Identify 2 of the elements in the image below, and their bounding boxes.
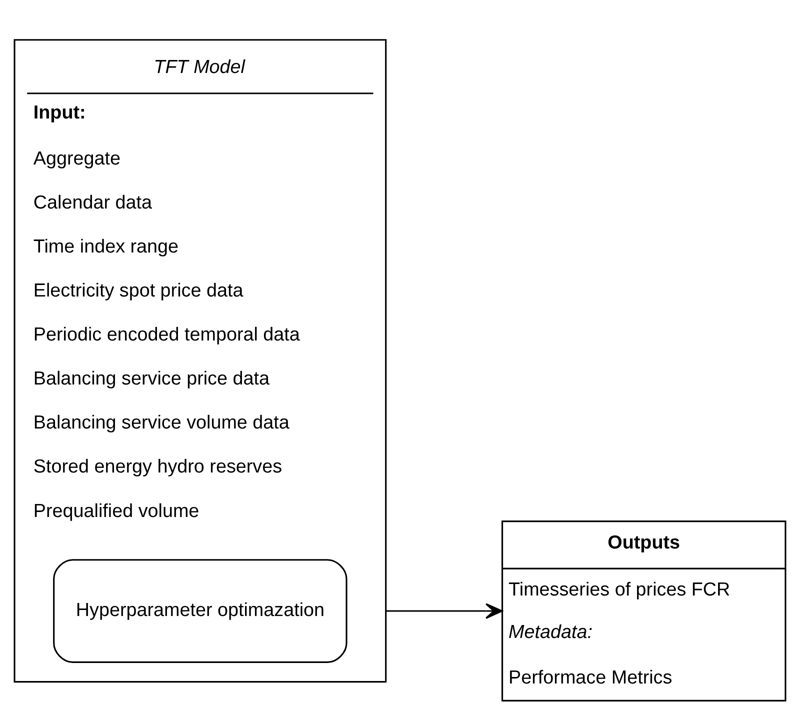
arrow [386,603,503,619]
node-box: Hyperparameter optimazation [53,559,348,663]
